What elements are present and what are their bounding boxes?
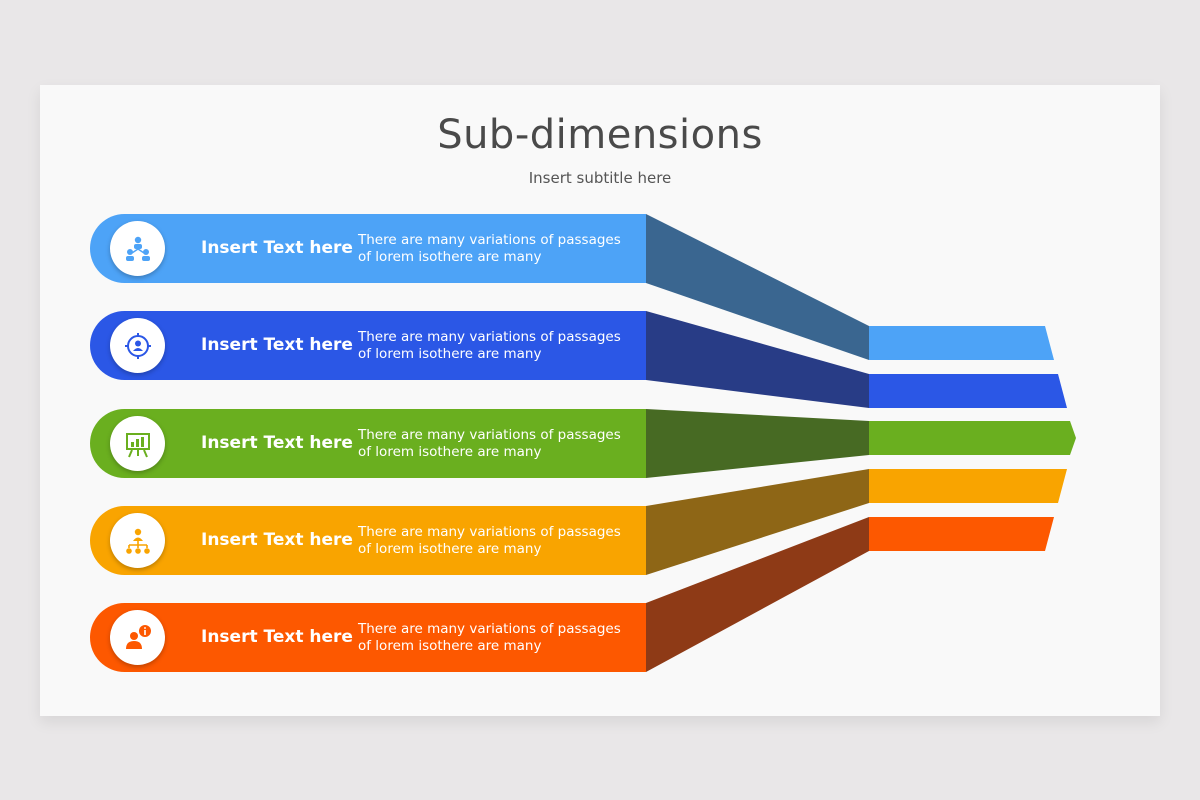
target-person-icon bbox=[124, 332, 151, 359]
page-title: Sub-dimensions bbox=[437, 112, 763, 158]
presentation-board-icon bbox=[125, 432, 150, 457]
row-3-title: Insert Text here bbox=[201, 433, 353, 453]
row-5: Insert Text here There are many variatio… bbox=[90, 603, 646, 672]
output-band-2 bbox=[869, 374, 1067, 408]
row-3-description: There are many variations of passages of… bbox=[358, 427, 621, 460]
row-3-icon-circle bbox=[110, 416, 165, 471]
connector-5 bbox=[646, 517, 869, 672]
page-subtitle: Insert subtitle here bbox=[528, 169, 672, 187]
row-1-icon-circle bbox=[110, 221, 165, 276]
row-2-icon-circle bbox=[110, 318, 165, 373]
output-band-4 bbox=[869, 469, 1067, 503]
row-2-description: There are many variations of passages of… bbox=[358, 329, 621, 362]
connector-2 bbox=[646, 311, 869, 408]
hierarchy-person-icon bbox=[125, 528, 150, 554]
row-4-icon-circle bbox=[110, 513, 165, 568]
output-band-3 bbox=[869, 421, 1076, 455]
row-1: Insert Text here There are many variatio… bbox=[90, 214, 646, 283]
row-1-description: There are many variations of passages of… bbox=[358, 232, 621, 265]
row-1-title: Insert Text here bbox=[201, 238, 353, 258]
output-band-1 bbox=[869, 326, 1054, 360]
row-5-title: Insert Text here bbox=[201, 627, 353, 647]
row-2: Insert Text here There are many variatio… bbox=[90, 311, 646, 380]
connector-3 bbox=[646, 409, 869, 478]
row-2-title: Insert Text here bbox=[201, 335, 353, 355]
team-network-icon bbox=[125, 236, 150, 261]
connector-1 bbox=[646, 214, 869, 360]
row-4-title: Insert Text here bbox=[201, 530, 353, 550]
row-4-description: There are many variations of passages of… bbox=[358, 524, 621, 557]
output-band-5 bbox=[869, 517, 1054, 551]
row-3: Insert Text here There are many variatio… bbox=[90, 409, 646, 478]
row-5-icon-circle bbox=[110, 610, 165, 665]
connector-4 bbox=[646, 469, 869, 575]
row-4: Insert Text here There are many variatio… bbox=[90, 506, 646, 575]
person-info-icon bbox=[125, 624, 151, 649]
row-5-description: There are many variations of passages of… bbox=[358, 621, 621, 654]
